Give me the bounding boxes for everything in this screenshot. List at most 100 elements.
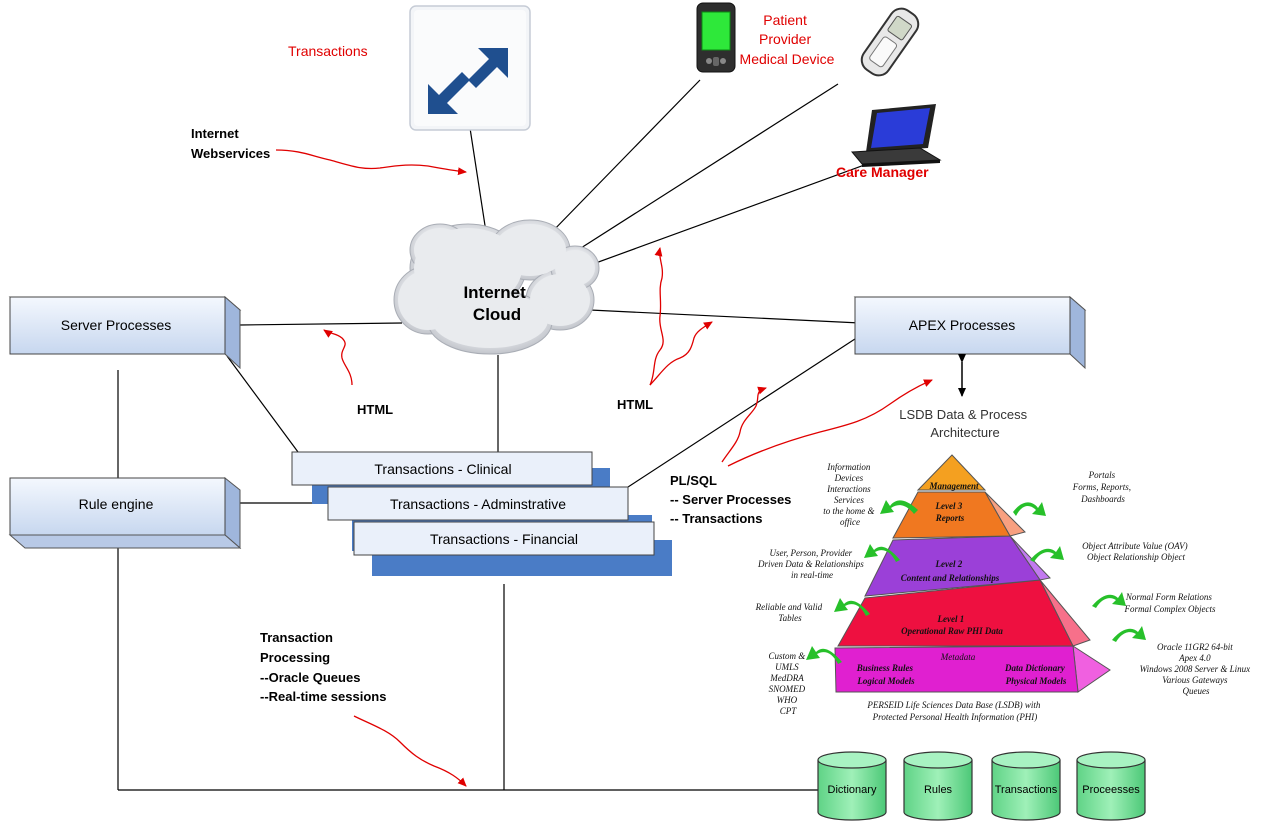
pyramid-level2-line-1: Level 2 xyxy=(935,559,963,569)
rule-engine-label: Rule engine xyxy=(79,496,154,512)
pyramid-level1-label: Level 1 Operational Raw PHI Data xyxy=(901,614,1003,636)
patient-device-line-2: Provider xyxy=(759,31,811,47)
lsdb-pyramid xyxy=(834,454,1111,693)
right-note-3-line-1: Normal Form Relations xyxy=(1125,592,1212,602)
lsdb-right-note-4: Oracle 11GR2 64-bit Apex 4.0 Windows 200… xyxy=(1140,642,1253,696)
pyramid-level2-label: Level 2 Content and Relationships xyxy=(901,559,1000,583)
pyramid-base-left-label: Business Rules Logical Models xyxy=(856,663,916,686)
lsdb-right-note-3: Normal Form Relations Formal Complex Obj… xyxy=(1124,592,1216,614)
right-note-4-line-1: Oracle 11GR2 64-bit xyxy=(1157,642,1233,652)
right-note-2-line-2: Object Relationship Object xyxy=(1087,552,1185,562)
red-annotation-arrows xyxy=(275,149,933,787)
left-note-1-line-4: Services xyxy=(834,495,864,505)
lsdb-caption-line-1: PERSEID Life Sciences Data Base (LSDB) w… xyxy=(866,700,1040,710)
pda-icon xyxy=(696,2,736,73)
pyramid-level3-line-1: Level 3 xyxy=(935,501,963,511)
transaction-processing-line-3: --Oracle Queues xyxy=(260,670,360,685)
internet-cloud-line-1: Internet xyxy=(463,283,526,302)
db-dictionary-label: Dictionary xyxy=(828,784,877,796)
pyramid-level3-line-2: Reports xyxy=(935,513,965,523)
right-note-1-line-2: Forms, Reports, xyxy=(1072,482,1131,492)
transactions-exchange-icon xyxy=(409,5,531,131)
db-rules-label: Rules xyxy=(924,784,953,796)
left-note-4-line-6: CPT xyxy=(780,706,798,716)
lsdb-right-note-2: Object Attribute Value (OAV) Object Rela… xyxy=(1082,541,1190,562)
pyramid-base-right-label: Data Dictionary Physical Models xyxy=(1004,663,1067,686)
internet-webservices-line-2: Webservices xyxy=(191,146,270,161)
transaction-processing-line-2: Processing xyxy=(260,650,330,665)
internet-webservices-label: Internet Webservices xyxy=(191,126,270,161)
transactions-administrative-label: Transactions - Adminstrative xyxy=(390,496,566,512)
left-note-4-line-1: Custom & xyxy=(768,651,805,661)
mobile-phone-icon xyxy=(860,7,920,77)
care-manager-label: Care Manager xyxy=(836,164,929,180)
patient-device-line-3: Medical Device xyxy=(740,51,835,67)
left-note-4-line-4: SNOMED xyxy=(769,684,806,694)
lsdb-right-note-1: Portals Forms, Reports, Dashboards xyxy=(1072,470,1134,504)
pyramid-base-right-line-1: Data Dictionary xyxy=(1004,663,1066,673)
cloud-icon xyxy=(393,219,600,355)
db-processes-label: Proceesses xyxy=(1082,784,1140,796)
left-note-2-line-2: Driven Data & Relationships xyxy=(757,559,864,569)
left-note-3-line-1: Reliable and Valid xyxy=(755,602,823,612)
rule-engine-box xyxy=(8,476,242,550)
lsdb-title: LSDB Data & Process Architecture xyxy=(899,407,1031,440)
left-note-1-line-1: Information xyxy=(826,462,871,472)
right-note-4-line-2: Apex 4.0 xyxy=(1178,653,1211,663)
left-note-2-line-1: User, Person, Provider xyxy=(770,548,853,558)
transaction-processing-line-1: Transaction xyxy=(260,630,333,645)
right-note-2-line-1: Object Attribute Value (OAV) xyxy=(1082,541,1188,551)
server-processes-label: Server Processes xyxy=(61,317,171,333)
pyramid-metadata-label: Metadata xyxy=(940,652,976,662)
lsdb-left-note-4: Custom & UMLS MedDRA SNOMED WHO CPT xyxy=(768,651,807,716)
pyramid-level3-label: Level 3 Reports xyxy=(935,501,965,523)
transaction-processing-line-4: --Real-time sessions xyxy=(260,689,386,704)
right-note-1-line-1: Portals xyxy=(1088,470,1116,480)
plsql-line-1: PL/SQL xyxy=(670,473,717,488)
pyramid-level2-line-2: Content and Relationships xyxy=(901,573,1000,583)
html-left-label: HTML xyxy=(357,402,393,417)
left-note-1-line-5: to the home & xyxy=(823,506,874,516)
lsdb-left-note-3: Reliable and Valid Tables xyxy=(755,602,825,623)
pyramid-base-right-line-2: Physical Models xyxy=(1006,676,1067,686)
internet-cloud-label: Internet Cloud xyxy=(463,283,530,324)
annotation-labels: Transactions Internet Webservices Patien… xyxy=(61,12,1140,796)
transaction-processing-label: Transaction Processing --Oracle Queues -… xyxy=(260,630,386,704)
left-note-1-line-6: office xyxy=(840,517,860,527)
right-note-4-line-4: Various Gateways xyxy=(1162,675,1228,685)
pyramid-management-label: Management xyxy=(928,481,979,491)
server-processes-box xyxy=(8,295,242,370)
transaction-layers xyxy=(291,451,672,576)
left-note-1-line-2: Devices xyxy=(834,473,864,483)
lsdb-title-line-2: Architecture xyxy=(930,425,999,440)
pyramid-base-left-line-1: Business Rules xyxy=(856,663,914,673)
left-note-2-line-3: in real-time xyxy=(791,570,833,580)
green-arrow-icon xyxy=(806,500,1146,664)
apex-processes-box xyxy=(853,295,1087,370)
apex-processes-label: APEX Processes xyxy=(909,317,1016,333)
plsql-label: PL/SQL -- Server Processes -- Transactio… xyxy=(670,473,795,526)
left-note-4-line-5: WHO xyxy=(777,695,798,705)
left-note-3-line-2: Tables xyxy=(778,613,802,623)
pyramid-labels: Management Level 3 Reports Level 2 Conte… xyxy=(755,462,1253,722)
pyramid-level1-line-1: Level 1 xyxy=(937,614,965,624)
plsql-line-2: -- Server Processes xyxy=(670,492,791,507)
internet-cloud-line-2: Cloud xyxy=(473,305,521,324)
laptop-icon xyxy=(850,104,942,167)
lsdb-caption: PERSEID Life Sciences Data Base (LSDB) w… xyxy=(866,700,1042,722)
transactions-financial-label: Transactions - Financial xyxy=(430,531,578,547)
database-icon xyxy=(817,751,1146,821)
lsdb-caption-line-2: Protected Personal Health Information (P… xyxy=(872,712,1038,722)
right-note-3-line-2: Formal Complex Objects xyxy=(1124,604,1216,614)
internet-webservices-line-1: Internet xyxy=(191,126,239,141)
transactions-top-label: Transactions xyxy=(288,43,368,59)
right-note-4-line-5: Queues xyxy=(1183,686,1210,696)
pyramid-level1-line-2: Operational Raw PHI Data xyxy=(901,626,1003,636)
lsdb-left-note-1: Information Devices Interactions Service… xyxy=(823,462,877,527)
left-note-1-line-3: Interactions xyxy=(826,484,871,494)
pyramid-base-left-line-2: Logical Models xyxy=(856,676,915,686)
left-note-4-line-3: MedDRA xyxy=(769,673,804,683)
plsql-line-3: -- Transactions xyxy=(670,511,762,526)
lsdb-left-note-2: User, Person, Provider Driven Data & Rel… xyxy=(757,548,866,580)
